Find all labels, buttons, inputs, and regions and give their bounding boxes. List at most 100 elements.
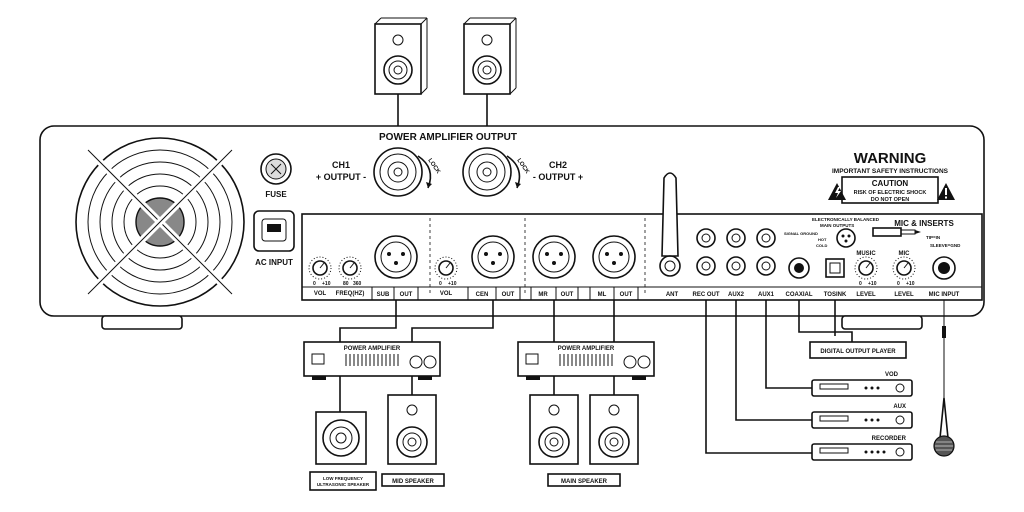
mid-speaker-label: MID SPEAKER (392, 479, 434, 485)
jack-label-0: SUB (377, 292, 390, 298)
sub-vol-knob[interactable] (308, 256, 332, 280)
mid-speaker-label-box (381, 473, 445, 487)
jack-label-12: COAXIAL (786, 292, 813, 298)
main-speaker-label: MAIN SPEAKER (561, 479, 608, 485)
electric-shock-warning-icon (828, 183, 846, 200)
music-min: 0 (859, 281, 862, 287)
top-speaker-right (463, 17, 517, 140)
balanced-label: ELECTRONICALLY BALANCED (812, 217, 880, 222)
sub-vol-min: 0 (313, 281, 316, 287)
main-speaker-right-icon (589, 394, 639, 465)
main-speaker-label-box (547, 473, 621, 487)
ch2-speakon-connector (462, 147, 521, 197)
exclamation-warning-icon (937, 183, 955, 200)
top-speaker-left (374, 17, 428, 140)
main-outputs-label: MAIN OUTPUTS (820, 223, 854, 228)
caution-title: CAUTION (872, 179, 909, 188)
mic-label: MIC (899, 251, 911, 257)
power-amplifier-right-label: POWER AMPLIFIER (558, 346, 615, 352)
cold-label: COLD (816, 243, 827, 248)
cen-vol-knob[interactable] (434, 256, 458, 280)
tip-label: TIP=IN (926, 235, 940, 240)
music-level-knob[interactable] (854, 256, 878, 280)
fuse-label: FUSE (265, 190, 287, 199)
caution-line-2: DO NOT OPEN (871, 197, 910, 203)
jack-label-5: OUT (561, 292, 574, 298)
jack-label-15: LEVEL (894, 292, 914, 298)
low-frequency-label-1: LOW FREQUENCY (323, 476, 363, 481)
connection-wires (339, 300, 945, 454)
ch1-label: CH1 (332, 160, 350, 170)
cen-vol-label: VOL (440, 291, 453, 297)
jack-label-4: MR (538, 292, 548, 298)
warning-title: WARNING (854, 150, 927, 167)
power-amplifier-left-label: POWER AMPLIFIER (344, 346, 401, 352)
music-max: +10 (868, 281, 877, 287)
jack-label-1: OUT (400, 292, 413, 298)
main-speaker-left-icon (529, 394, 579, 465)
low-frequency-label-2: ULTRASONIC SPEAKER (317, 482, 370, 487)
jack-label-16: MIC INPUT (929, 292, 960, 298)
ac-input-label: AC INPUT (255, 258, 293, 267)
jack-label-2: CEN (476, 292, 489, 298)
xlr-pinout-icon (836, 228, 856, 248)
mr-out-xlr[interactable] (532, 235, 576, 279)
jack-label-13: TOSINK (824, 292, 847, 298)
power-amp-output-title: POWER AMPLIFIER OUTPUT (379, 132, 517, 143)
caution-box (841, 176, 939, 204)
mic-inserts-title: MIC & INSERTS (894, 219, 954, 228)
aux-device-icon (811, 411, 913, 429)
vod-device-icon (811, 379, 913, 397)
warning-subtitle: IMPORTANT SAFETY INSTRUCTIONS (832, 168, 949, 175)
tosink-optical-jack[interactable] (825, 258, 845, 278)
caution-line-1: RISK OF ELECTRIC SHOCK (854, 190, 927, 196)
digital-output-player-box (809, 341, 907, 359)
microphone-icon (933, 326, 955, 457)
mic-min: 0 (897, 281, 900, 287)
ch2-label: CH2 (549, 160, 567, 170)
vod-label: VOD (885, 372, 899, 378)
fuse-icon (260, 153, 292, 185)
ac-input-socket-icon (253, 210, 295, 252)
sub-out-xlr[interactable] (374, 235, 418, 279)
antenna-icon (659, 172, 681, 277)
ch1-output-label: + OUTPUT - (316, 172, 366, 182)
hot-label: HOT (818, 237, 827, 242)
low-frequency-label-box (309, 471, 377, 491)
mid-speaker-icon (387, 394, 437, 465)
recorder-device-icon (811, 443, 913, 461)
cen-out-xlr[interactable] (471, 235, 515, 279)
jack-label-14: LEVEL (856, 292, 876, 298)
aux2-rca-pair[interactable] (726, 228, 746, 276)
music-label: MUSIC (856, 251, 876, 257)
signal-ground-label: SIGNAL GROUND (784, 231, 818, 236)
power-amplifier-right-icon (517, 341, 655, 380)
aux-label: AUX (893, 404, 906, 410)
sub-freq-knob[interactable] (338, 256, 362, 280)
jack-label-7: OUT (620, 292, 633, 298)
cen-vol-min: 0 (439, 281, 442, 287)
trs-plug-icon (872, 227, 921, 237)
cen-vol-max: +10 (448, 281, 457, 287)
jack-label-11: AUX1 (758, 292, 775, 298)
cooling-fan-icon (75, 137, 245, 307)
coaxial-jack[interactable] (788, 257, 810, 279)
jack-label-9: REC OUT (693, 292, 720, 298)
jack-label-6: ML (598, 292, 607, 298)
sub-freq-label: FREQ(HZ) (336, 291, 365, 297)
sub-freq-max: 360 (353, 281, 362, 287)
jack-label-3: OUT (502, 292, 515, 298)
mic-input-jack[interactable] (932, 256, 956, 280)
ch2-output-label: - OUTPUT + (533, 172, 583, 182)
mic-level-knob[interactable] (892, 256, 916, 280)
aux1-rca-pair[interactable] (756, 228, 776, 276)
ml-out-xlr[interactable] (592, 235, 636, 279)
power-amplifier-left-icon (303, 341, 441, 380)
ch1-speakon-connector (373, 147, 432, 197)
recorder-label: RECORDER (872, 436, 907, 442)
jack-label-10: AUX2 (728, 292, 745, 298)
low-frequency-speaker-icon (315, 411, 367, 465)
rec-out-rca-pair[interactable] (696, 228, 716, 276)
connector-panel (301, 213, 983, 301)
